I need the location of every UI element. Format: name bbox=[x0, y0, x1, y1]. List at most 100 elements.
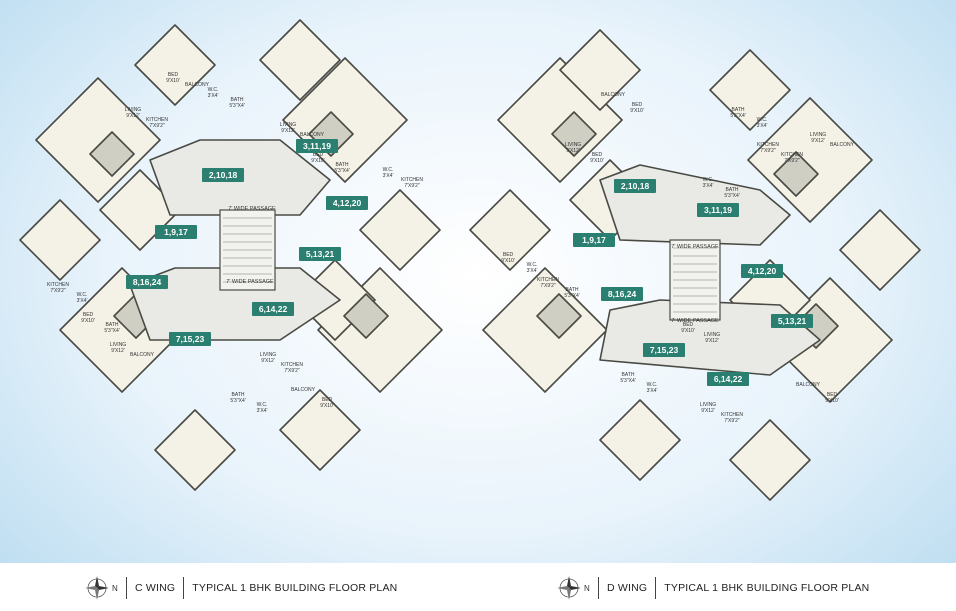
flat-number-label: 5,13,21 bbox=[778, 316, 807, 326]
flat-number-tag: 6,14,22 bbox=[252, 302, 294, 316]
room-name: BATH bbox=[231, 97, 244, 103]
flat-number-tag: 7,15,23 bbox=[643, 343, 685, 357]
room-name: BALCONY bbox=[796, 382, 821, 388]
room-name: BATH bbox=[106, 322, 119, 328]
room-name: BALCONY bbox=[601, 92, 626, 98]
flat-tag-bg bbox=[126, 275, 168, 289]
room-label: W.C.3'X4' bbox=[757, 117, 768, 129]
room-size: 5'3"X4' bbox=[230, 398, 245, 404]
room-size: 9'X12' bbox=[811, 138, 825, 144]
room-name: BED bbox=[168, 72, 179, 78]
room-size: 3'X4' bbox=[703, 183, 714, 189]
caption-divider bbox=[597, 577, 599, 599]
room-name: BED bbox=[313, 152, 324, 158]
room-label: BALCONY bbox=[300, 132, 325, 138]
room-size: 7'X9'2" bbox=[760, 148, 776, 154]
room-size: 5'3"X4' bbox=[334, 168, 349, 174]
flat-number-label: 4,12,20 bbox=[333, 198, 362, 208]
room-label: BALCONY bbox=[830, 142, 855, 148]
room-size: 9'X10' bbox=[630, 108, 644, 114]
apartment-block bbox=[359, 189, 441, 271]
room-size: 5'3"X4' bbox=[104, 328, 119, 334]
room-name: BED bbox=[503, 252, 514, 258]
utility-zone bbox=[551, 111, 597, 157]
room-name: BATH bbox=[726, 187, 739, 193]
room-name: W.C. bbox=[383, 167, 394, 173]
flat-number-tag: 1,9,17 bbox=[155, 225, 197, 239]
room-label: BALCONY bbox=[130, 352, 155, 358]
room-name: BED bbox=[83, 312, 94, 318]
flat-number-tag: 4,12,20 bbox=[741, 264, 783, 278]
room-name: BALCONY bbox=[185, 82, 210, 88]
flat-number-tag: 5,13,21 bbox=[299, 247, 341, 261]
room-size: 5'3"X4' bbox=[564, 293, 579, 299]
room-name: BATH bbox=[622, 372, 635, 378]
passage-label: 7' WIDE PASSAGE bbox=[226, 279, 274, 285]
apartment-block bbox=[35, 77, 161, 203]
flat-number-label: 5,13,21 bbox=[306, 249, 335, 259]
room-name: W.C. bbox=[527, 262, 538, 268]
room-size: 3'X4' bbox=[647, 388, 658, 394]
flat-number-tag: 6,14,22 bbox=[707, 372, 749, 386]
room-name: BALCONY bbox=[830, 142, 855, 148]
room-size: 9'X12' bbox=[281, 128, 295, 134]
room-size: 9'X10' bbox=[825, 398, 839, 404]
room-name: BALCONY bbox=[130, 352, 155, 358]
flat-tag-bg bbox=[573, 233, 615, 247]
c-wing-title: TYPICAL 1 BHK BUILDING FLOOR PLAN bbox=[192, 582, 398, 594]
passage-lower bbox=[129, 267, 341, 341]
room-name: W.C. bbox=[77, 292, 88, 298]
utility-zone bbox=[773, 151, 819, 197]
room-label: W.C.3'X4' bbox=[527, 262, 538, 274]
room-size: 7'X9'2" bbox=[540, 283, 556, 289]
apartment-block bbox=[482, 267, 608, 393]
room-name: KITCHEN bbox=[757, 142, 779, 148]
apartment-block bbox=[839, 209, 921, 291]
room-size: 9'X12' bbox=[261, 358, 275, 364]
flat-number-label: 6,14,22 bbox=[714, 374, 743, 384]
room-size: 3'X4' bbox=[257, 408, 268, 414]
apartment-block bbox=[599, 399, 681, 481]
room-name: BALCONY bbox=[300, 132, 325, 138]
room-name: LIVING bbox=[700, 402, 717, 408]
room-size: 7'X9'2" bbox=[149, 123, 165, 129]
flat-tag-bg bbox=[643, 343, 685, 357]
room-name: LIVING bbox=[110, 342, 127, 348]
room-size: 5'3"X4' bbox=[724, 193, 739, 199]
flat-tag-bg bbox=[614, 179, 656, 193]
room-size: 3'X4' bbox=[527, 268, 538, 274]
room-name: LIVING bbox=[280, 122, 297, 128]
flat-tag-bg bbox=[296, 139, 338, 153]
room-name: LIVING bbox=[565, 142, 582, 148]
flat-tag-bg bbox=[252, 302, 294, 316]
room-label: W.C.3'X4' bbox=[703, 177, 714, 189]
room-name: W.C. bbox=[208, 87, 219, 93]
room-name: KITCHEN bbox=[281, 362, 303, 368]
flat-number-label: 2,10,18 bbox=[209, 170, 238, 180]
caption-divider bbox=[655, 577, 657, 599]
d-wing-label: D WING bbox=[606, 582, 648, 594]
room-name: BED bbox=[632, 102, 643, 108]
passage-label: 7' WIDE PASSAGE bbox=[671, 244, 719, 250]
room-name: KITCHEN bbox=[146, 117, 168, 123]
room-name: LIVING bbox=[125, 107, 142, 113]
room-size: 3'X4' bbox=[383, 173, 394, 179]
flat-tag-bg bbox=[155, 225, 197, 239]
flat-number-label: 4,12,20 bbox=[748, 266, 777, 276]
flat-number-label: 2,10,18 bbox=[621, 181, 650, 191]
room-name: KITCHEN bbox=[47, 282, 69, 288]
room-size: 3'X4' bbox=[208, 93, 219, 99]
flat-number-tag: 3,11,19 bbox=[697, 203, 739, 217]
d-wing-title: TYPICAL 1 BHK BUILDING FLOOR PLAN bbox=[664, 582, 870, 594]
